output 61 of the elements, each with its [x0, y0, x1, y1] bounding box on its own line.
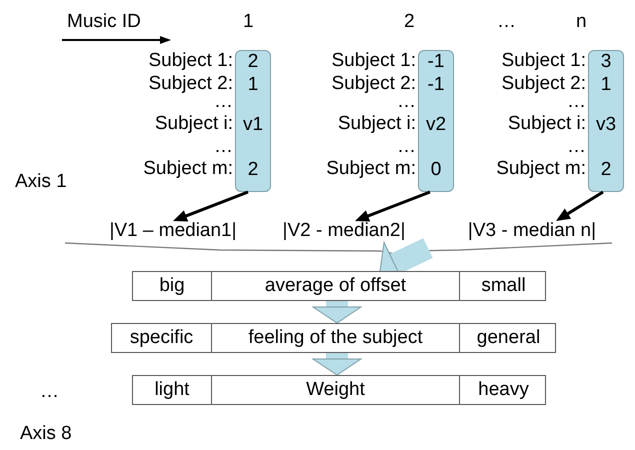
row-label: Subject i: — [508, 114, 586, 134]
row-label: Subject m: — [496, 159, 586, 179]
row-label: Subject m: — [143, 159, 233, 179]
value-text: -1 — [426, 52, 446, 72]
row-label: Subject 1: — [332, 51, 416, 71]
row-label: … — [397, 137, 416, 157]
row-label: Subject m: — [326, 159, 416, 179]
column-label: 1 — [243, 12, 254, 32]
row-label: Subject 1: — [502, 51, 586, 71]
formula-text: |V2 - median2| — [270, 221, 418, 241]
row-label: Subject i: — [154, 114, 233, 134]
column-label: … — [40, 382, 59, 402]
table-cell-text: specific — [128, 326, 194, 350]
formula-text: |V3 - median n| — [448, 221, 616, 241]
value-text: 3 — [600, 52, 612, 72]
table-cell-text: big — [158, 274, 186, 298]
table-row — [132, 375, 546, 405]
row-label: Subject 2: — [502, 74, 586, 94]
row-label: Subject i: — [338, 114, 416, 134]
value-text: -1 — [426, 75, 446, 95]
table-cell: small — [459, 272, 547, 300]
block-arrow — [312, 301, 362, 324]
row-label: … — [567, 137, 586, 157]
value-text: v1 — [242, 115, 264, 135]
column-label: … — [497, 12, 516, 32]
arrow — [173, 190, 249, 222]
row-label: … — [214, 137, 233, 157]
table-cell: general — [459, 324, 557, 352]
value-text: 1 — [600, 75, 612, 95]
table-row — [111, 323, 556, 353]
value-column — [588, 50, 624, 192]
row-label: … — [214, 92, 233, 112]
table-cell: Weight — [211, 376, 459, 404]
row-label: … — [397, 92, 416, 112]
value-text: 2 — [246, 160, 260, 180]
column-label: 2 — [404, 12, 415, 32]
axis-label: Axis 8 — [20, 424, 72, 444]
row-label: Subject 1: — [148, 51, 233, 71]
formula-text: |V1 – median1| — [103, 221, 243, 241]
value-text: 2 — [246, 52, 260, 72]
arrow — [556, 190, 604, 221]
table-cell: heavy — [459, 376, 547, 404]
axis-label: Axis 1 — [15, 172, 67, 192]
table-cell: average of offset — [211, 272, 459, 300]
row-label: Subject 2: — [148, 74, 233, 94]
row-label: Subject 2: — [332, 74, 416, 94]
row-label: … — [567, 92, 586, 112]
column-label: n — [576, 12, 587, 32]
value-text: 1 — [246, 75, 260, 95]
heading-label: Music ID — [67, 12, 141, 32]
value-column — [418, 50, 454, 192]
table-cell-text: light — [154, 378, 190, 402]
value-text: 0 — [430, 160, 442, 180]
value-text: v2 — [424, 115, 448, 135]
block-arrow — [312, 353, 362, 376]
table-row — [132, 271, 546, 301]
table-cell: feeling of the subject — [211, 324, 459, 352]
value-text: 2 — [600, 160, 612, 180]
value-column — [235, 50, 271, 192]
arrow — [355, 190, 431, 222]
value-text: v3 — [594, 115, 618, 135]
